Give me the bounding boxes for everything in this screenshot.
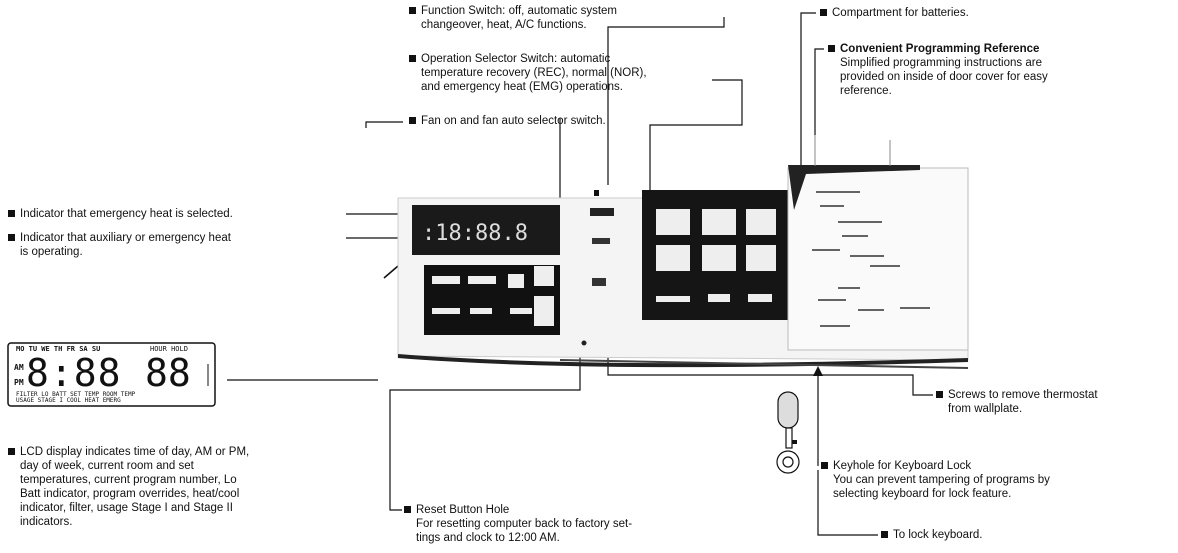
- callout-function-switch: Function Switch: off, automatic system c…: [409, 4, 617, 32]
- keyhole-icon: [776, 450, 800, 474]
- lcd-days: MO TU WE TH FR SA SU: [16, 345, 101, 353]
- key-icon: [777, 391, 799, 449]
- lcd-am: AM: [14, 363, 24, 372]
- svg-text:88: 88: [145, 351, 191, 395]
- callout-emergency-selected: Indicator that emergency heat is selecte…: [8, 207, 233, 221]
- reset-hole: [581, 340, 587, 346]
- callout-lcd-display: LCD display indicates time of day, AM or…: [8, 445, 249, 529]
- arrow-keyhole: [813, 366, 823, 376]
- callout-batteries: Compartment for batteries.: [820, 6, 969, 20]
- lcd-enlarged: 8:88 88: [7, 342, 216, 407]
- callout-programming-reference: Convenient Programming Reference Simplif…: [828, 42, 1048, 98]
- callout-keyhole: Keyhole for Keyboard Lock You can preven…: [821, 459, 1050, 501]
- lcd-bottom-row-2: USAGE STAGE I COOL HEAT EMERG: [16, 397, 121, 404]
- lcd-bottom-row-1: FILTER LO BATT SET TEMP ROOM TEMP: [16, 391, 136, 398]
- fan-switch-slot: [592, 278, 606, 286]
- leader-lines: [227, 12, 933, 536]
- thermostat-body: :18:88.8: [397, 135, 969, 369]
- callout-operation-selector: Operation Selector Switch: automatic tem…: [409, 52, 647, 94]
- door-cover: [787, 167, 969, 351]
- function-switch-slot: [590, 208, 614, 216]
- callout-reset-button: Reset Button Hole For resetting computer…: [404, 503, 632, 545]
- svg-text:8:88: 8:88: [26, 351, 122, 395]
- callout-aux-operating: Indicator that auxiliary or emergency he…: [8, 231, 231, 259]
- svg-text::18:88.8: :18:88.8: [422, 221, 528, 246]
- callout-fan-switch: Fan on and fan auto selector switch.: [409, 114, 606, 128]
- lcd-hour-hold: HOUR HOLD: [150, 345, 188, 353]
- callout-lock-keyboard: To lock keyboard.: [881, 528, 983, 542]
- callout-screws: Screws to remove thermostat from wallpla…: [936, 388, 1098, 416]
- lcd-pm: PM: [14, 378, 24, 387]
- display-window: [412, 205, 560, 255]
- operation-switch-slot: [592, 238, 610, 244]
